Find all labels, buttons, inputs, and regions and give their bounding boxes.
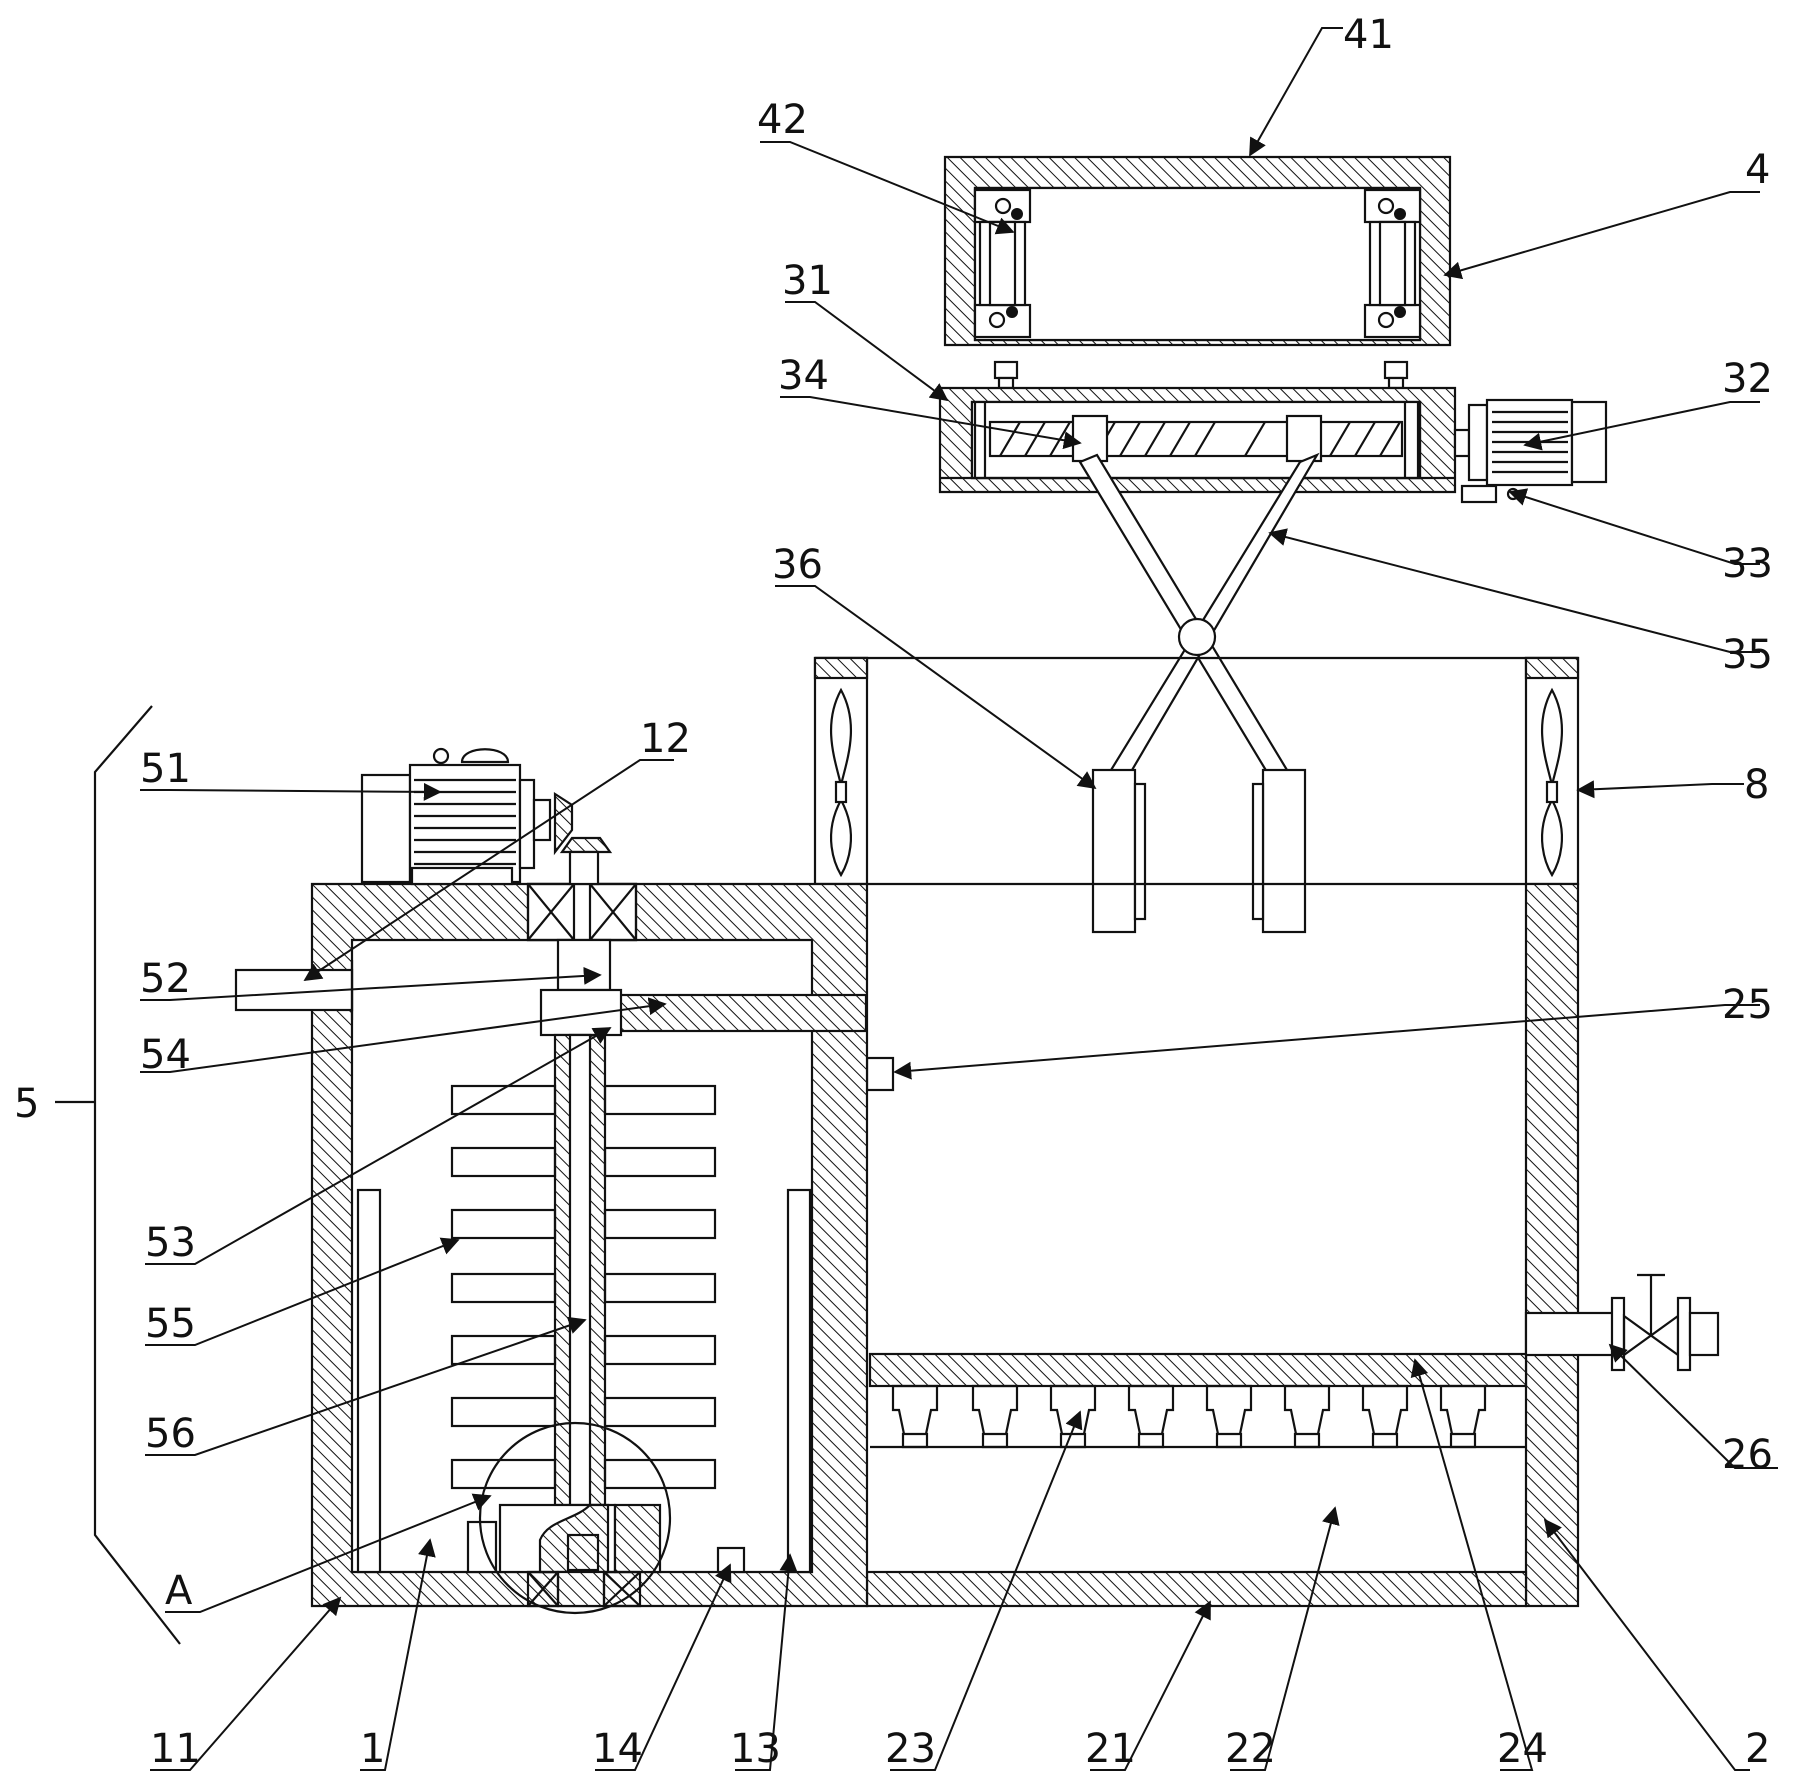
label-13: 13 [730, 1726, 781, 1772]
left-tank [234, 882, 869, 1615]
label-21: 21 [1085, 1726, 1136, 1772]
label-54: 54 [140, 1032, 191, 1078]
label-12: 12 [640, 716, 691, 762]
label-35: 35 [1722, 632, 1773, 678]
label-36: 36 [772, 542, 823, 588]
label-24: 24 [1497, 1726, 1548, 1772]
label-42: 42 [757, 97, 808, 143]
drive-motor [360, 747, 613, 886]
label-31: 31 [782, 258, 833, 304]
label-52: 52 [140, 956, 191, 1002]
label-23: 23 [885, 1726, 936, 1772]
label-41: 41 [1343, 12, 1394, 58]
label-53: 53 [145, 1220, 196, 1266]
leader-lines [140, 27, 1778, 1771]
right-tank [813, 656, 1720, 1608]
scissor-arms [1078, 452, 1320, 934]
label-55: 55 [145, 1301, 196, 1347]
label-14: 14 [592, 1726, 643, 1772]
label-26: 26 [1722, 1432, 1773, 1478]
label-32: 32 [1722, 356, 1773, 402]
label-8: 8 [1744, 762, 1769, 808]
label-5: 5 [14, 1081, 39, 1127]
label-33: 33 [1722, 541, 1773, 587]
label-1: 1 [360, 1726, 385, 1772]
part-labels: 41 42 4 31 32 34 33 35 36 8 12 51 52 54 … [14, 12, 1773, 1772]
screw-housing [938, 386, 1608, 504]
holder-frame [943, 155, 1452, 390]
label-34: 34 [778, 353, 829, 399]
label-22: 22 [1225, 1726, 1276, 1772]
label-4: 4 [1745, 147, 1770, 193]
label-51: 51 [140, 746, 191, 792]
label-2: 2 [1745, 1726, 1770, 1772]
label-A: A [165, 1568, 193, 1614]
label-11: 11 [150, 1726, 201, 1772]
label-56: 56 [145, 1411, 196, 1457]
label-25: 25 [1722, 982, 1773, 1028]
